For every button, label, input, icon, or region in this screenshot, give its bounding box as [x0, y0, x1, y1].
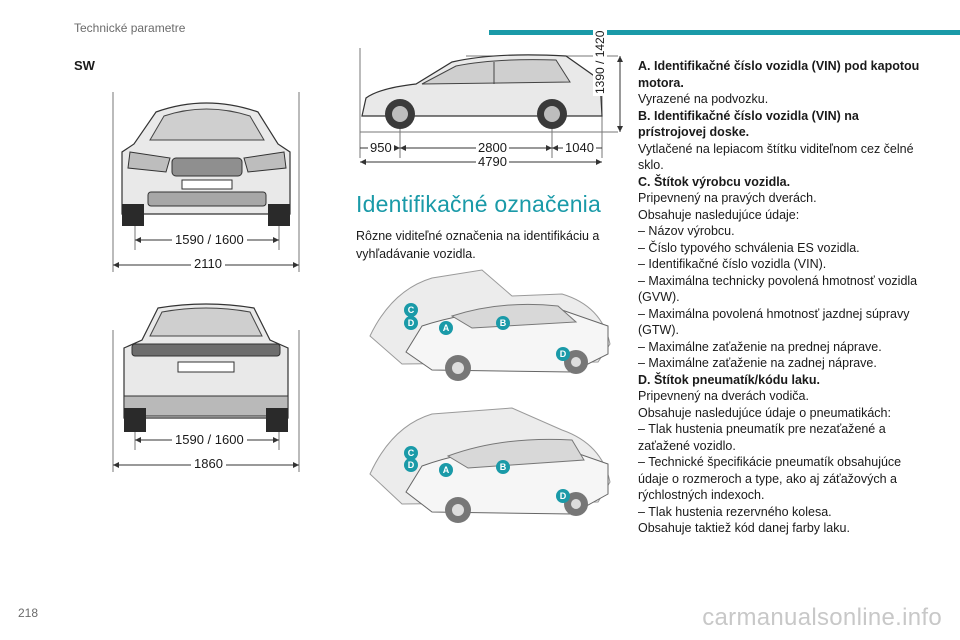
- rear-track-label: 1590 / 1600: [172, 432, 247, 447]
- side-rear-overhang-label: 1040: [563, 140, 596, 155]
- svg-text:A: A: [443, 323, 450, 333]
- svg-text:D: D: [408, 460, 415, 470]
- description-line: – Tlak hustenia rezervného kolesa.: [638, 504, 832, 519]
- front-width-label: 2110: [191, 256, 225, 271]
- description-line: – Identifikačné číslo vozidla (VIN).: [638, 257, 827, 271]
- description-line: Vytlačené na lepiacom štítku viditeľnom …: [638, 141, 914, 173]
- callout-d2-top: D: [556, 347, 570, 361]
- callout-c-bottom: C: [404, 446, 418, 460]
- svg-text:C: C: [408, 305, 415, 315]
- callout-a-bottom: A: [439, 463, 453, 477]
- svg-text:B: B: [500, 462, 507, 472]
- description-heading: A. Identifikačné číslo vozidla (VIN) pod…: [638, 59, 920, 90]
- callout-c-top: C: [404, 303, 418, 317]
- identification-sedan-diagram: C D A B D: [369, 269, 611, 381]
- rear-view-diagram: [112, 303, 300, 472]
- description-heading: D. Štítok pneumatík/kódu laku.: [638, 372, 820, 387]
- section-label: SW: [74, 58, 95, 73]
- callout-a-top: A: [439, 321, 453, 335]
- callout-d-bottom: D: [404, 458, 418, 472]
- callout-b-bottom: B: [496, 460, 510, 474]
- side-view-diagram: [359, 48, 623, 165]
- description-line: Obsahuje nasledujúce údaje:: [638, 207, 800, 222]
- front-view-diagram: [112, 92, 300, 272]
- description-line: – Technické špecifikácie pneumatík obsah…: [638, 455, 902, 502]
- side-wheelbase-label: 2800: [476, 140, 509, 155]
- description-line: – Tlak hustenia pneumatík pre nezaťažené…: [638, 422, 886, 453]
- callout-d-top: D: [404, 316, 418, 330]
- side-length-label: 4790: [476, 154, 509, 169]
- identification-sw-diagram: C D A B D: [369, 407, 611, 523]
- callout-d2-bottom: D: [556, 489, 570, 503]
- description-line: Obsahuje taktiež kód danej farby laku.: [638, 521, 850, 535]
- identification-heading: Identifikačné označenia: [356, 191, 601, 217]
- description-line: – Maximálna povolená hmotnosť jazdnej sú…: [638, 306, 910, 338]
- description-heading: C. Štítok výrobcu vozidla.: [638, 174, 791, 189]
- watermark: carmanualsonline.info: [702, 604, 942, 631]
- side-front-overhang-label: 950: [368, 140, 394, 155]
- description-line: – Maximálne zaťaženie na prednej náprave…: [638, 339, 882, 354]
- callout-b-top: B: [496, 316, 510, 330]
- svg-text:D: D: [408, 318, 415, 328]
- description-line: Obsahuje nasledujúce údaje o pneumatikác…: [638, 405, 891, 420]
- side-height-label: 1390 / 1420: [593, 28, 607, 96]
- description-line: Vyrazené na podvozku.: [638, 92, 769, 106]
- page-number: 218: [18, 606, 39, 620]
- identification-intro: Rôzne viditeľné označenia na identifikác…: [356, 229, 600, 261]
- description-line: – Názov výrobcu.: [638, 224, 735, 238]
- description-heading: B. Identifikačné číslo vozidla (VIN) na …: [638, 108, 859, 140]
- svg-text:D: D: [560, 349, 567, 359]
- svg-text:B: B: [500, 318, 507, 328]
- svg-text:A: A: [443, 465, 450, 475]
- header-title: Technické parametre: [74, 21, 186, 35]
- description-line: – Číslo typového schválenia ES vozidla.: [638, 240, 860, 255]
- description-line: Pripevnený na dverách vodiča.: [638, 389, 809, 403]
- front-track-label: 1590 / 1600: [172, 232, 247, 247]
- description-line: – Maximálne zaťaženie na zadnej náprave.: [638, 356, 877, 370]
- svg-text:C: C: [408, 448, 415, 458]
- rear-width-label: 1860: [191, 456, 226, 471]
- header-accent-bar: [489, 30, 960, 35]
- svg-text:D: D: [560, 491, 567, 501]
- description-line: – Maximálna technicky povolená hmotnosť …: [638, 273, 918, 305]
- identification-descriptions: A. Identifikačné číslo vozidla (VIN) pod…: [638, 58, 928, 537]
- description-line: Pripevnený na pravých dverách.: [638, 191, 817, 205]
